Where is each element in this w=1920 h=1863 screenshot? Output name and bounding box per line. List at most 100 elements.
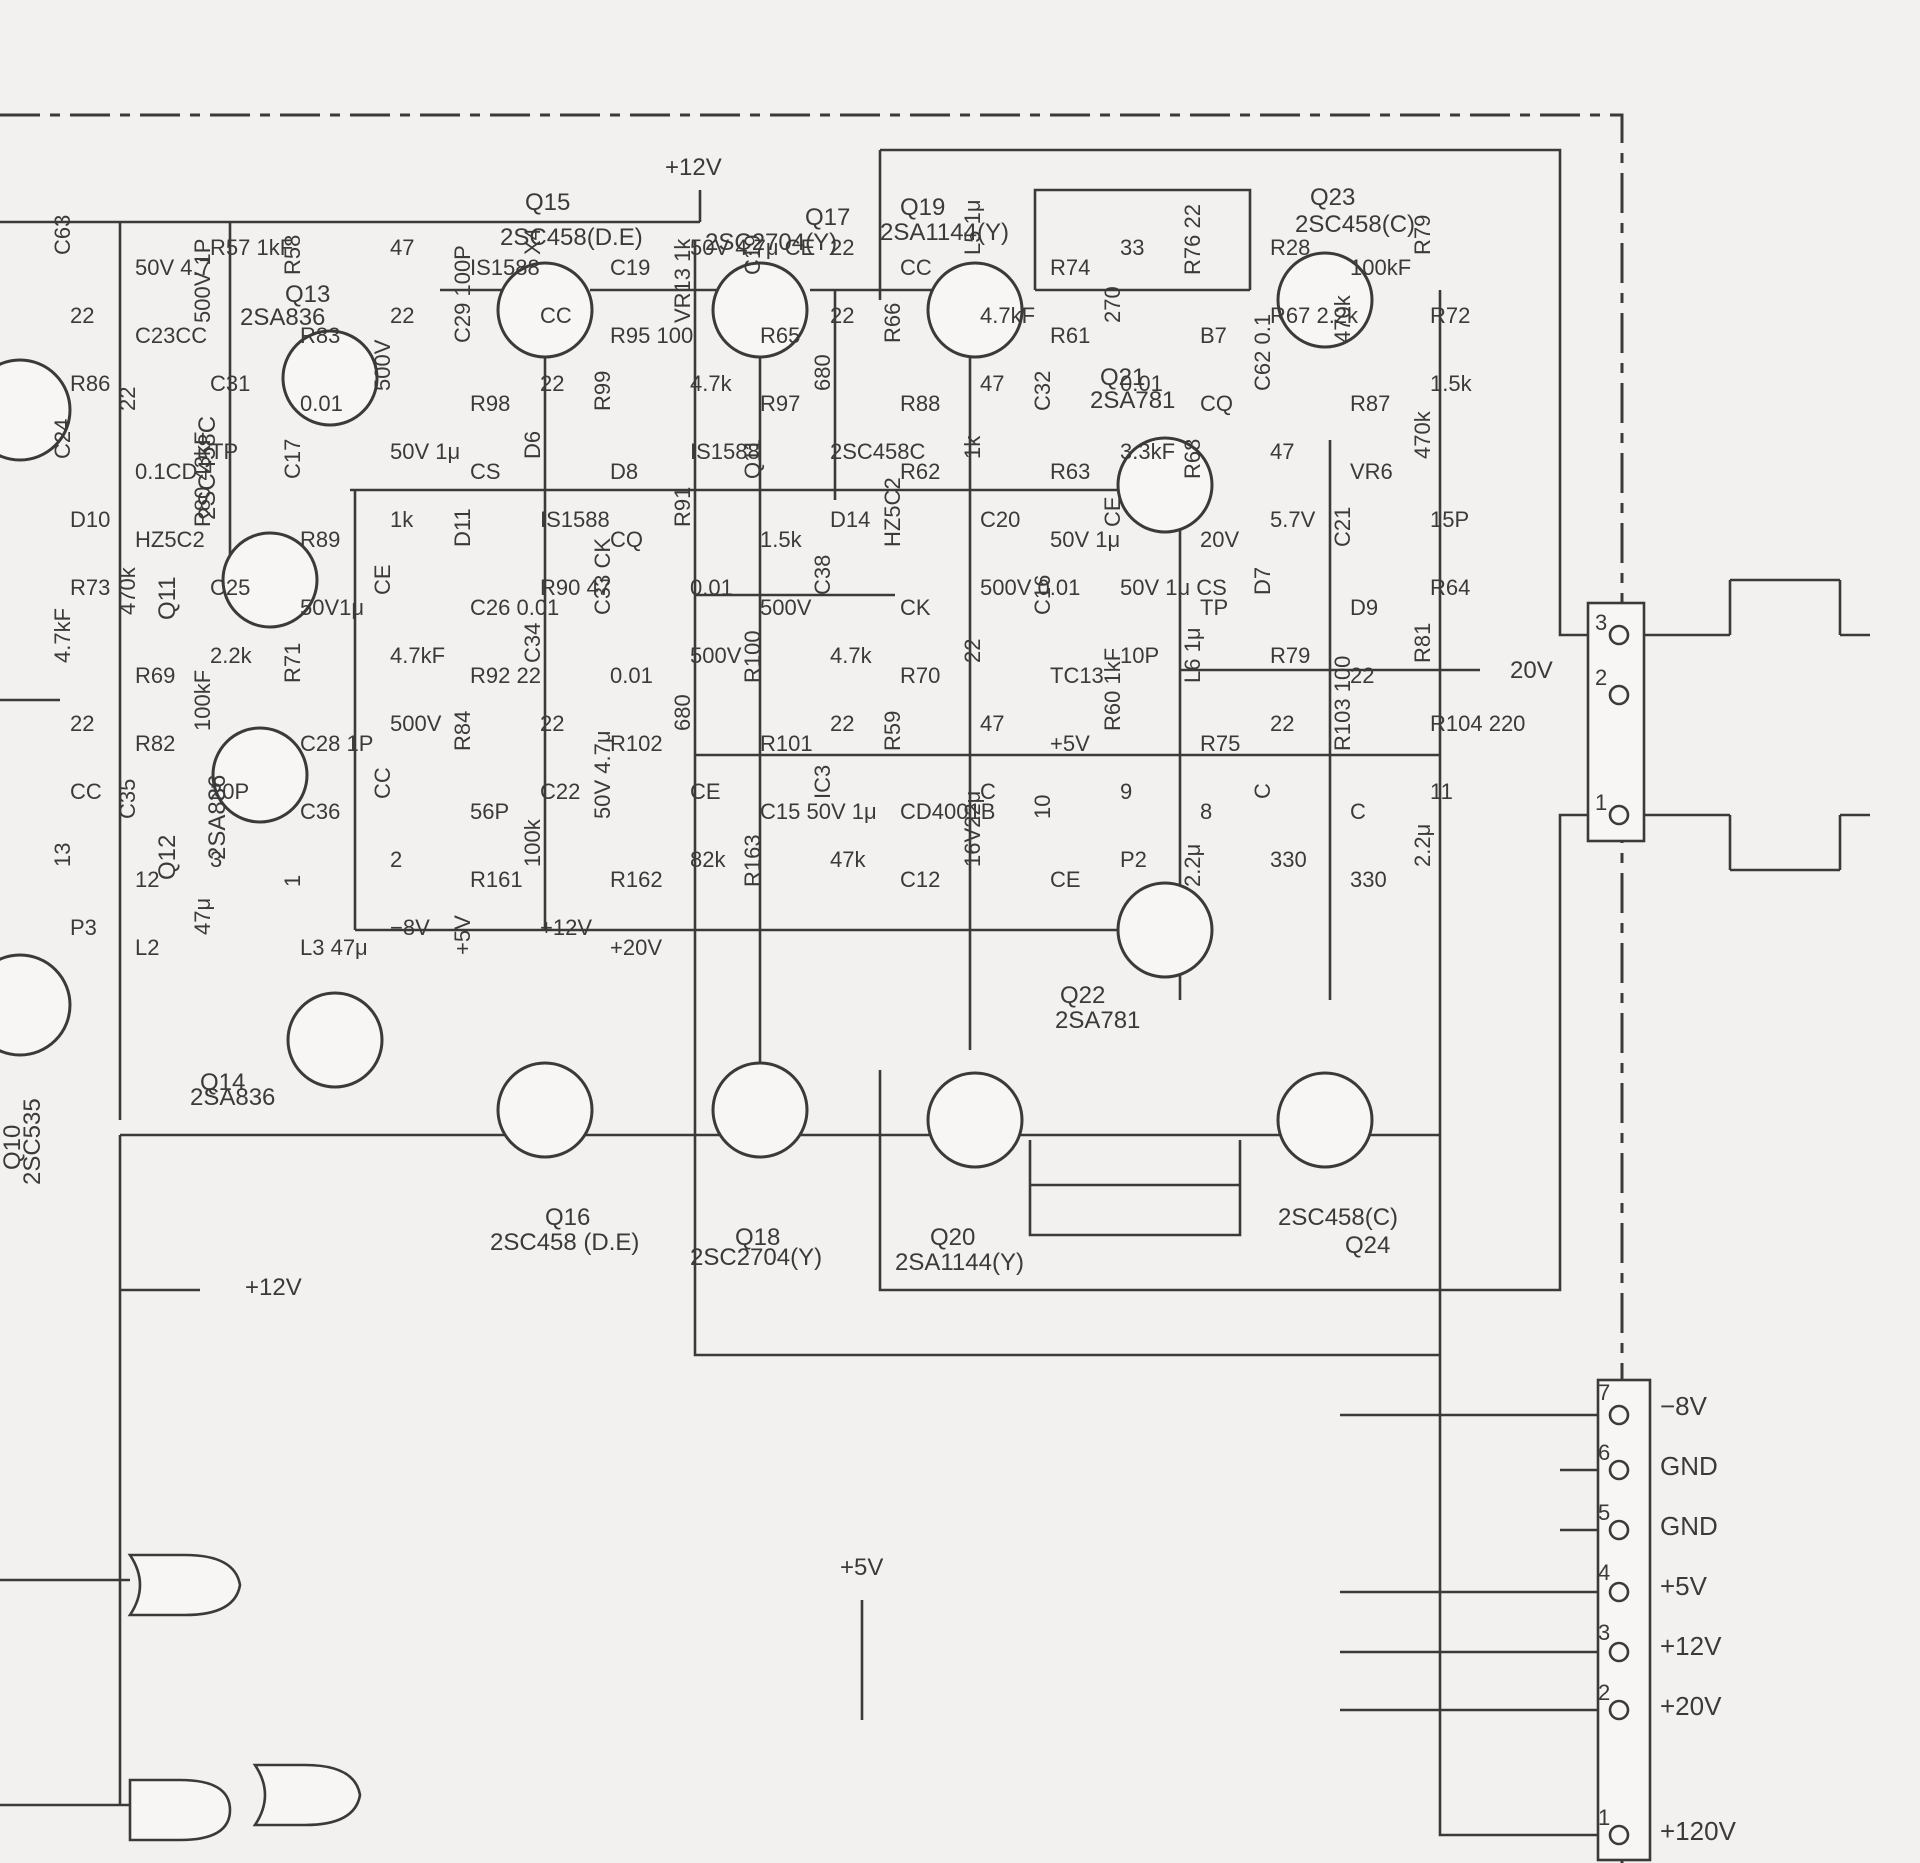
label-118: 4.7kF [390, 643, 445, 668]
label-163: CD4001B [900, 799, 995, 824]
label-73: 47 [1270, 439, 1294, 464]
label-148: R75 [1200, 731, 1240, 756]
label-167: 8 [1200, 799, 1212, 824]
label-12: L5 1μ [960, 200, 985, 256]
label-110: TP [1200, 595, 1228, 620]
label-97: C25 [210, 575, 250, 600]
label-13: R74 [1050, 255, 1090, 280]
label-18: R79 [1410, 215, 1435, 255]
transistor-part-q23: 2SC458(C) [1295, 211, 1415, 238]
transistor-ref-q18: Q18 [735, 1224, 780, 1251]
label-75: 470k [1410, 410, 1435, 459]
label-87: HZ5C2 [880, 477, 905, 547]
label-178: R162 [610, 867, 663, 892]
label-25: CC [540, 303, 572, 328]
label-176: R161 [470, 867, 523, 892]
label-16: R28 [1270, 235, 1310, 260]
label-160: CE [690, 779, 721, 804]
label-79: R89 [300, 527, 340, 552]
label-126: 22 [960, 639, 985, 663]
label-189: 2.2μ [1410, 824, 1435, 867]
rail-plus5-bottom: +5V [840, 1554, 883, 1581]
label-29: 22 [830, 303, 854, 328]
label-24: C29 100P [450, 245, 475, 343]
label-17: 100kF [1350, 255, 1411, 280]
label-183: 16V22μ [960, 791, 985, 867]
label-58: 0.1CD [135, 459, 197, 484]
label-8: 50V 4.7μ CE [690, 235, 815, 260]
label-141: 680 [670, 694, 695, 731]
text-layer: Q152SC458(D.E)Q172SC2704(Y)Q192SA1144(Y)… [0, 154, 1737, 1846]
p3-pin-1: 1 [1598, 1805, 1610, 1830]
label-129: L6 1μ [1180, 628, 1205, 684]
label-37: R72 [1430, 303, 1470, 328]
label-192: 47μ [190, 898, 215, 935]
label-19: 22 [70, 303, 94, 328]
transistor-ref-q10: Q10 [0, 1125, 26, 1170]
transistor-ref-q20: Q20 [930, 1224, 975, 1251]
transistor-part-q10: 2SC535 [19, 1098, 46, 1185]
label-47: R97 [760, 391, 800, 416]
label-83: CQ [610, 527, 643, 552]
label-175: 2 [390, 847, 402, 872]
p3-pin-7: 7 [1598, 1380, 1610, 1405]
p2-pin-3: 3 [1595, 610, 1607, 635]
p3-label-1: +120V [1660, 1816, 1737, 1846]
label-10: 22 [830, 235, 854, 260]
label-184: CE [1050, 867, 1081, 892]
transistor-part-q19: 2SA1144(Y) [880, 219, 1009, 246]
label-155: C36 [300, 799, 340, 824]
transistor-ref-q17: Q17 [805, 204, 850, 231]
transistor-part-q21: 2SA781 [1090, 387, 1175, 414]
label-14: 33 [1120, 235, 1144, 260]
label-90: CE [1100, 496, 1125, 527]
label-151: R104 220 [1430, 711, 1525, 736]
label-164: C [980, 779, 996, 804]
label-128: 10P [1120, 643, 1159, 668]
label-99: CE [370, 564, 395, 595]
label-65: IS1588 [690, 439, 760, 464]
transistor-part-q15: 2SC458(D.E) [500, 224, 643, 251]
wiring [0, 148, 1870, 1837]
label-196: +12V [540, 915, 592, 940]
label-63: D6 [520, 431, 545, 459]
label-116: 2.2k [210, 643, 253, 668]
label-109: 50V 1μ CS [1120, 575, 1227, 600]
label-2: R57 1kF [210, 235, 293, 260]
label-115: R69 [135, 663, 175, 688]
label-105: C38 [810, 555, 835, 595]
transistor-ref-q22: Q22 [1060, 982, 1105, 1009]
label-152: CC [70, 779, 102, 804]
label-114: 4.7kF [50, 608, 75, 663]
label-96: 470k [115, 566, 140, 615]
label-188: 330 [1350, 867, 1387, 892]
transistor-part-q24: 2SC458(C) [1278, 1204, 1398, 1231]
p3-pin-4: 4 [1598, 1560, 1610, 1585]
label-186: 2.2μ [1180, 844, 1205, 887]
label-124: 4.7k [830, 643, 873, 668]
transistor-ref-q11: Q11 [154, 576, 181, 620]
rail-plus12-bottom: +12V [245, 1274, 302, 1301]
label-41: 0.01 [300, 391, 343, 416]
label-33: 270 [1100, 286, 1125, 323]
label-139: 22 [540, 711, 564, 736]
transistor-part-q16: 2SC458 (D.E) [490, 1229, 639, 1256]
p3-pin-3: 3 [1598, 1620, 1610, 1645]
label-7: C19 [610, 255, 650, 280]
transistor-part-q13: 2SA836 [240, 304, 325, 331]
label-98: 50V1μ [300, 595, 364, 620]
label-22: R83 [300, 323, 340, 348]
label-76: D10 [70, 507, 110, 532]
label-78: R80 43kF [190, 432, 215, 527]
transistor-ref-q15: Q15 [525, 189, 570, 216]
label-157: 56P [470, 799, 509, 824]
label-149: 22 [1270, 711, 1294, 736]
label-45: R99 [590, 371, 615, 411]
label-190: P3 [70, 915, 97, 940]
transistor-ref-q13: Q13 [285, 281, 330, 308]
p3-label-5: GND [1660, 1511, 1718, 1541]
label-153: C35 [115, 779, 140, 819]
label-95: R73 [70, 575, 110, 600]
label-113: R64 [1430, 575, 1470, 600]
